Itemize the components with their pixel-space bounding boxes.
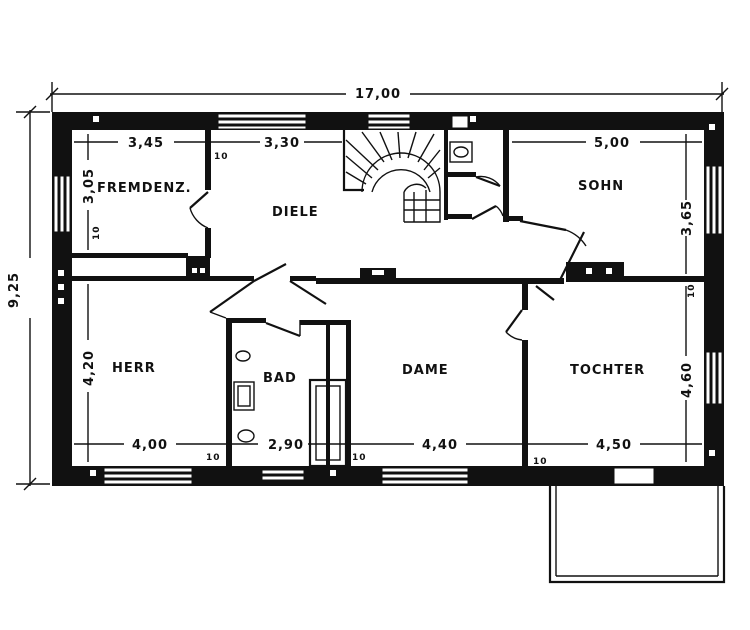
dim-bottom-dame: 4,40 [422, 438, 458, 453]
dim-left-fremdenz: 3,05 [82, 168, 97, 204]
staircase [342, 130, 441, 223]
dim-wall-fremdenz-bottom: 10 [92, 225, 102, 240]
dim-left-herr: 4,20 [82, 350, 97, 386]
dim-wall-tochter-top: 10 [687, 283, 697, 298]
room-label-sohn: SOHN [578, 179, 624, 194]
room-label-bad: BAD [263, 371, 297, 386]
room-label-fremdenz: FREMDENZ. [97, 181, 192, 196]
overall-depth-dimension: 9,25 [7, 105, 50, 491]
room-label-tochter: TOCHTER [570, 363, 645, 378]
dim-top-fremdenz: 3,45 [128, 136, 164, 151]
dim-bottom-bad: 2,90 [268, 438, 304, 453]
bad-toilet-icon [237, 429, 255, 443]
dim-wall-fremdenz-right: 10 [214, 152, 229, 162]
interior-walls [72, 130, 704, 466]
dim-wall-bad-right: 10 [352, 453, 367, 463]
interior-dimension-lines [74, 134, 702, 462]
dim-wall-dame-right: 10 [533, 457, 548, 467]
windows [53, 113, 723, 485]
dim-bottom-herr: 4,00 [132, 438, 168, 453]
bad-bathtub-icon [308, 378, 348, 468]
room-label-dame: DAME [402, 363, 449, 378]
dim-top-diele: 3,30 [264, 136, 300, 151]
dim-right-tochter: 4,60 [680, 362, 695, 398]
overall-depth-label: 9,25 [7, 272, 22, 308]
dim-right-sohn: 3,65 [680, 200, 695, 236]
doors [189, 175, 587, 341]
bad-cabinet-icon [233, 381, 255, 411]
balcony [548, 486, 726, 584]
bad-sink-icon [235, 350, 251, 362]
overall-width-label: 17,00 [355, 87, 401, 102]
dim-top-sohn: 5,00 [594, 136, 630, 151]
dim-bottom-tochter: 4,50 [596, 438, 632, 453]
dim-wall-herr-right: 10 [206, 453, 221, 463]
overall-width-dimension: 17,00 [45, 82, 729, 112]
exterior-walls [52, 112, 724, 486]
sanitary-fixtures [233, 141, 473, 468]
room-label-herr: HERR [112, 361, 156, 376]
room-label-diele: DIELE [272, 205, 319, 220]
